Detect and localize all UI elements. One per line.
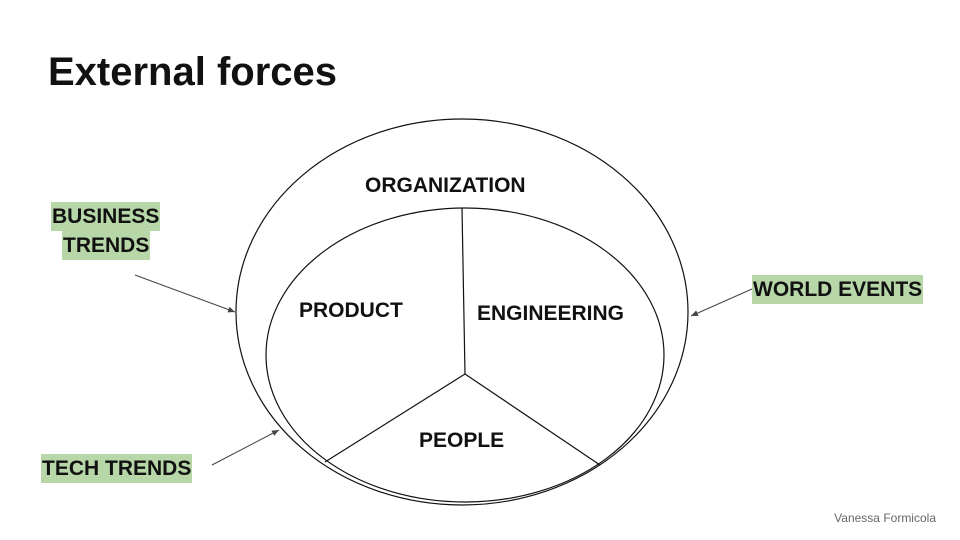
engineering-label: ENGINEERING <box>477 302 625 325</box>
inner-ellipse <box>265 207 665 503</box>
divider-top <box>461 207 466 375</box>
tech-trends-arrow <box>211 429 280 466</box>
business-trends-arrow <box>134 274 236 313</box>
organization-ellipse <box>235 118 689 506</box>
slide-title: External forces <box>48 50 338 94</box>
people-label: PEOPLE <box>419 429 505 452</box>
world-events-label: WORLD EVENTS <box>752 275 924 304</box>
tech-trends-label: TECH TRENDS <box>41 454 193 483</box>
product-label: PRODUCT <box>299 299 403 322</box>
author-footer: Vanessa Formicola <box>834 511 936 525</box>
business-trends-label-2: TRENDS <box>62 231 151 260</box>
organization-label: ORGANIZATION <box>365 174 526 197</box>
world-events-arrow <box>690 288 753 317</box>
business-trends-label-1: BUSINESS <box>51 202 161 231</box>
divider-right <box>464 373 601 466</box>
divider-left <box>324 373 466 463</box>
